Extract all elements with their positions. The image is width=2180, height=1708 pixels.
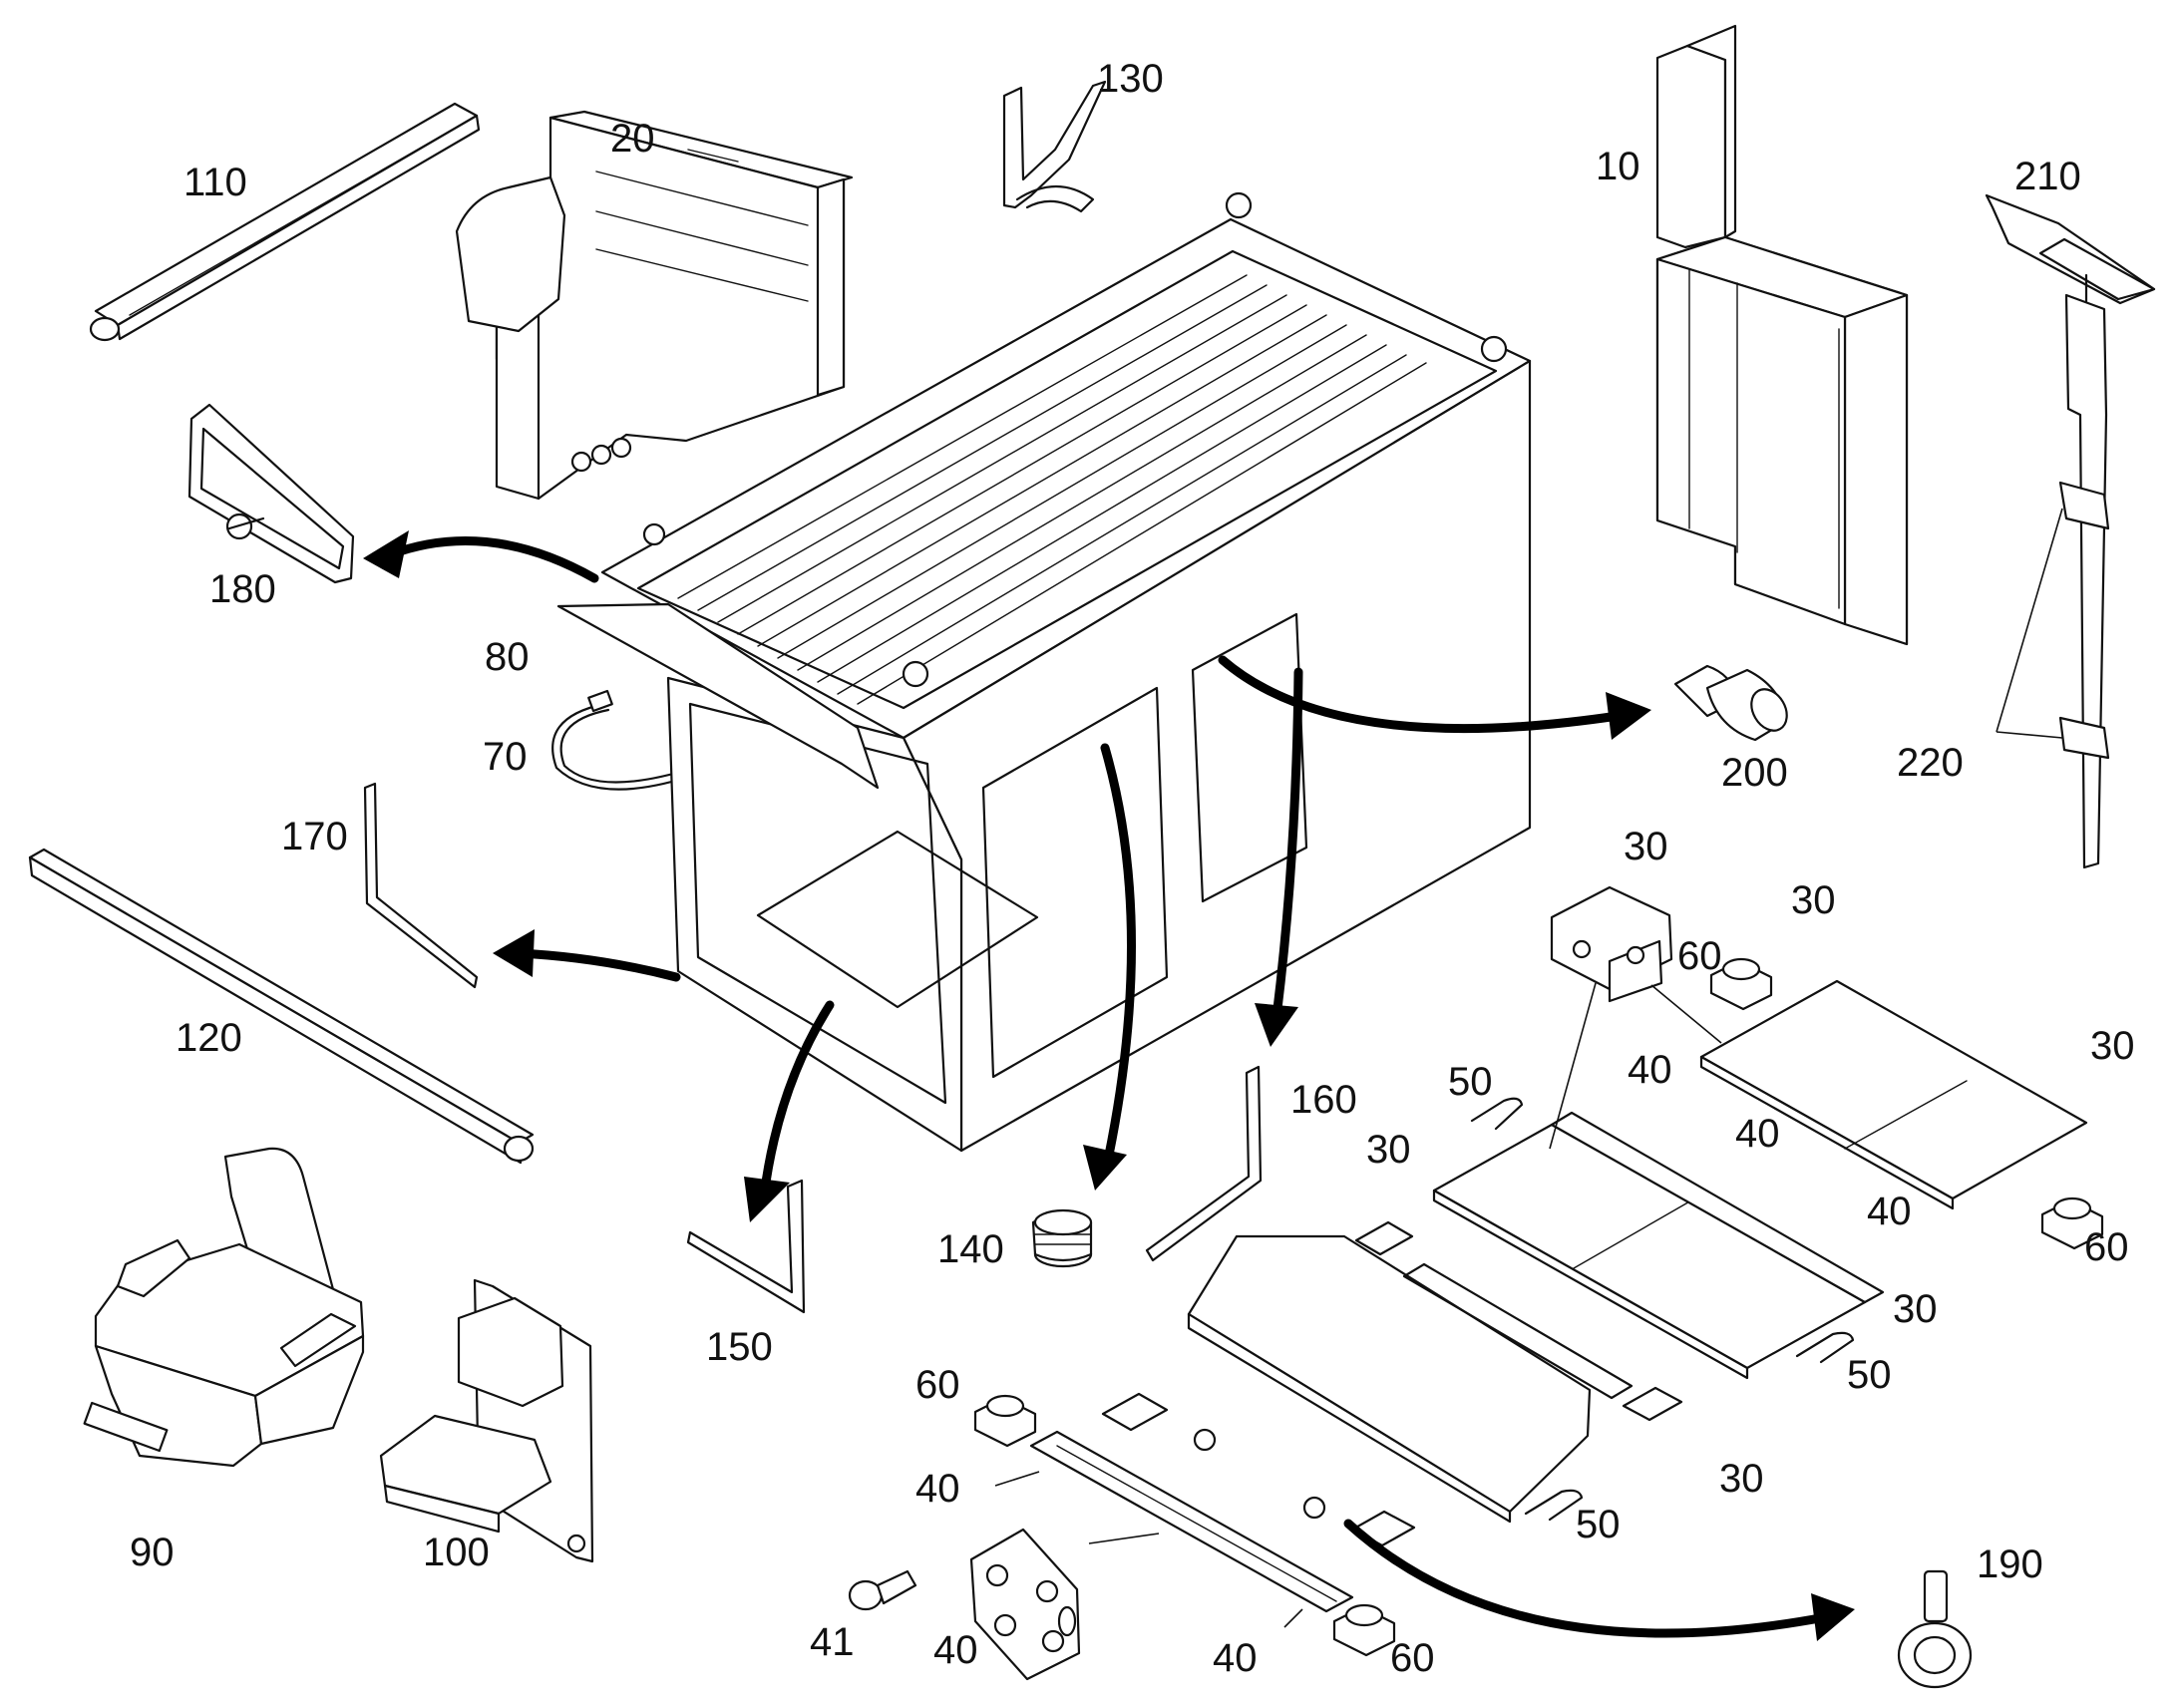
callout-40f: 40 bbox=[1213, 1636, 1258, 1680]
part-10-cabinet bbox=[1655, 24, 1909, 646]
callout-220: 220 bbox=[1897, 741, 1964, 785]
callout-100: 100 bbox=[423, 1531, 490, 1574]
callout-130: 130 bbox=[1097, 57, 1164, 101]
part-cab-frame bbox=[556, 191, 1532, 1153]
callout-50c: 50 bbox=[1576, 1503, 1621, 1546]
part-60-mounts bbox=[973, 957, 2104, 1657]
part-90-seat bbox=[83, 1147, 365, 1468]
callout-30b: 30 bbox=[1791, 878, 1836, 922]
part-100-jump-seat bbox=[379, 1278, 594, 1563]
callout-10: 10 bbox=[1596, 145, 1640, 188]
callout-60a: 60 bbox=[1677, 934, 1722, 978]
part-180-mirror bbox=[187, 403, 355, 584]
direction-arrows bbox=[363, 530, 1855, 1641]
callout-41: 41 bbox=[810, 1620, 855, 1664]
part-50-handles bbox=[1470, 1097, 1855, 1522]
part-80-connector bbox=[587, 689, 613, 713]
part-130-hook bbox=[1002, 80, 1107, 213]
part-20-console bbox=[455, 110, 854, 501]
hinge-strip bbox=[1550, 1111, 1885, 1304]
eye-bolts bbox=[1193, 1428, 1326, 1520]
callout-40c: 40 bbox=[1867, 1190, 1912, 1233]
callout-40b: 40 bbox=[1735, 1112, 1780, 1156]
floor-plate-upper bbox=[1699, 979, 2088, 1210]
callout-60c: 60 bbox=[915, 1363, 960, 1407]
callout-210: 210 bbox=[2014, 155, 2081, 198]
callout-110: 110 bbox=[183, 161, 247, 204]
callout-labels: 10 20 30 30 30 30 30 30 40 40 40 40 40 4… bbox=[130, 57, 2135, 1680]
part-41-bolt bbox=[848, 1569, 917, 1611]
part-220-clamps bbox=[1996, 293, 2110, 869]
part-200-gland bbox=[1673, 664, 1788, 742]
part-40-hinge bbox=[969, 1528, 1081, 1681]
callout-30c: 30 bbox=[2090, 1024, 2135, 1068]
callout-40a: 40 bbox=[1628, 1048, 1672, 1092]
callout-20: 20 bbox=[610, 117, 655, 161]
callout-160: 160 bbox=[1290, 1078, 1357, 1122]
callout-50a: 50 bbox=[1448, 1060, 1493, 1104]
callout-50b: 50 bbox=[1847, 1353, 1892, 1397]
part-110-rail bbox=[89, 102, 481, 342]
callout-170: 170 bbox=[281, 815, 348, 858]
part-190-eye-bolt bbox=[1897, 1569, 1973, 1689]
callout-150: 150 bbox=[706, 1325, 773, 1369]
callout-80: 80 bbox=[485, 635, 530, 679]
callout-180: 180 bbox=[209, 567, 276, 611]
callout-40e: 40 bbox=[933, 1628, 978, 1672]
callout-190: 190 bbox=[1977, 1542, 2043, 1586]
callout-90: 90 bbox=[130, 1531, 175, 1574]
callout-200: 200 bbox=[1721, 751, 1788, 795]
part-170-bracket bbox=[363, 782, 479, 989]
part-30-block bbox=[1550, 885, 1673, 1003]
part-120-rail bbox=[28, 848, 535, 1165]
floor-plate-lower bbox=[1029, 1430, 1354, 1613]
callout-120: 120 bbox=[176, 1016, 242, 1060]
leader-lines bbox=[994, 982, 1722, 1628]
callout-30e: 30 bbox=[1893, 1287, 1938, 1331]
callout-140: 140 bbox=[937, 1227, 1004, 1271]
callout-30f: 30 bbox=[1719, 1457, 1764, 1501]
part-150-bracket bbox=[686, 1179, 806, 1314]
part-140-plug bbox=[1031, 1208, 1093, 1268]
callout-60d: 60 bbox=[1390, 1636, 1435, 1680]
callout-30a: 30 bbox=[1624, 825, 1668, 868]
callout-60b: 60 bbox=[2084, 1225, 2129, 1269]
part-210-mirror-bracket bbox=[1985, 193, 2156, 331]
part-tray bbox=[1187, 1234, 1634, 1524]
callout-30d: 30 bbox=[1366, 1128, 1411, 1172]
part-160-bracket bbox=[1145, 1065, 1263, 1262]
callout-70: 70 bbox=[483, 735, 528, 779]
callout-40d: 40 bbox=[915, 1467, 960, 1511]
